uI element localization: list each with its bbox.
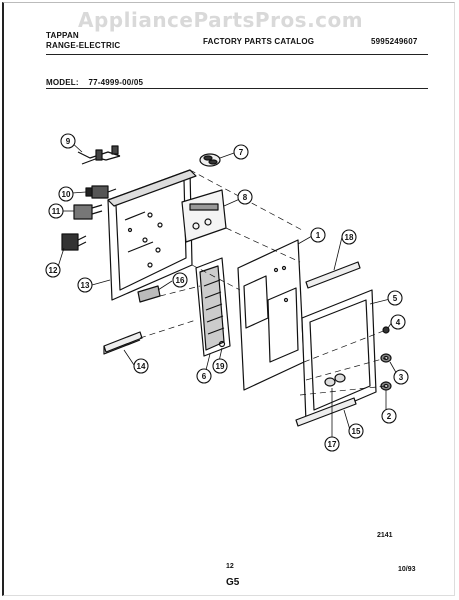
switch-part bbox=[85, 185, 117, 199]
callout-circle bbox=[212, 358, 228, 374]
callout-number: 13 bbox=[81, 281, 90, 290]
callout-number: 19 bbox=[216, 362, 225, 371]
callout-circle bbox=[233, 144, 249, 160]
callout-circle bbox=[393, 369, 409, 385]
touch-keypad bbox=[195, 257, 231, 357]
knob-part bbox=[199, 153, 221, 167]
screw-part bbox=[218, 340, 226, 348]
catalog-number: 5995249607 bbox=[371, 37, 418, 46]
callout-number: 6 bbox=[202, 372, 207, 381]
revision-date: 10/93 bbox=[398, 566, 416, 573]
callout-number: 9 bbox=[66, 137, 71, 146]
callout-number: 3 bbox=[399, 373, 404, 382]
model-label: MODEL: bbox=[46, 78, 79, 87]
spacer-block bbox=[137, 285, 161, 303]
callout-number: 2 bbox=[387, 412, 392, 421]
callout-number: 8 bbox=[243, 193, 248, 202]
brand-name: TAPPAN bbox=[46, 31, 79, 40]
model-line: MODEL: 77-4999-00/05 bbox=[46, 78, 143, 87]
callout-circle bbox=[348, 423, 364, 439]
door-frame bbox=[301, 289, 377, 423]
model-rule bbox=[46, 88, 428, 89]
page-number: 12 bbox=[226, 563, 234, 570]
callout-circle bbox=[48, 203, 64, 219]
door-panel bbox=[237, 239, 305, 391]
callout-number: 18 bbox=[345, 233, 354, 242]
callout-circle bbox=[310, 227, 326, 243]
callout-circle bbox=[387, 290, 403, 306]
callout-circle bbox=[237, 189, 253, 205]
product-line: RANGE-ELECTRIC bbox=[46, 41, 121, 50]
foot-pads bbox=[324, 373, 346, 387]
callout-number: 10 bbox=[62, 190, 71, 199]
mounting-bracket bbox=[103, 331, 143, 355]
callout-number: 7 bbox=[239, 148, 244, 157]
drawing-reference: 2141 bbox=[377, 532, 393, 539]
callout-circle bbox=[196, 368, 212, 384]
watermark: AppliancePartsPros.com bbox=[78, 8, 364, 32]
display-board bbox=[181, 189, 227, 243]
callout-circle bbox=[381, 408, 397, 424]
bottom-trim-strip bbox=[295, 397, 357, 427]
callout-number: 16 bbox=[176, 276, 185, 285]
callout-number: 4 bbox=[396, 318, 401, 327]
callout-number: 1 bbox=[316, 231, 321, 240]
header-rule bbox=[46, 54, 428, 55]
callout-number: 11 bbox=[52, 207, 61, 216]
callout-number: 15 bbox=[352, 427, 361, 436]
callout-circle bbox=[341, 229, 357, 245]
callout-circle bbox=[58, 186, 74, 202]
control-panel-frame bbox=[107, 169, 197, 301]
callout-circle bbox=[172, 272, 188, 288]
callout-number: 12 bbox=[49, 266, 58, 275]
catalog-title: FACTORY PARTS CATALOG bbox=[203, 37, 315, 46]
grommet-part bbox=[380, 381, 392, 391]
callout-number: 5 bbox=[393, 294, 398, 303]
callout-circle bbox=[133, 358, 149, 374]
callout-circle bbox=[45, 262, 61, 278]
model-value: 77-4999-00/05 bbox=[88, 78, 144, 87]
callout-circle bbox=[324, 436, 340, 452]
section-code: G5 bbox=[226, 577, 240, 588]
wire-harness bbox=[77, 145, 121, 165]
callout-circle bbox=[77, 277, 93, 293]
alignment-lines bbox=[139, 169, 387, 396]
terminal-block bbox=[73, 204, 103, 220]
callout-number: 17 bbox=[328, 440, 337, 449]
hardware-nut bbox=[382, 326, 390, 334]
callout-circle bbox=[390, 314, 406, 330]
callout-circle bbox=[60, 133, 76, 149]
page-border bbox=[2, 2, 455, 596]
callout-number: 14 bbox=[137, 362, 146, 371]
fuse-holder bbox=[61, 233, 87, 251]
top-trim-strip bbox=[305, 261, 361, 289]
